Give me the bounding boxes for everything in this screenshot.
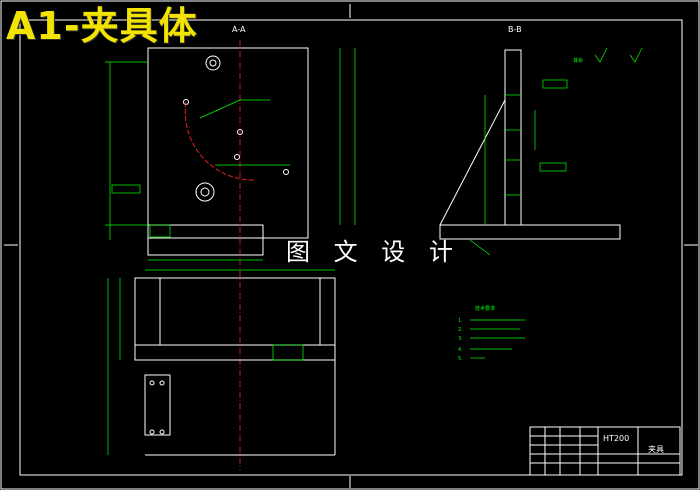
material-label: HT200 bbox=[603, 434, 629, 443]
ll-base-band bbox=[134, 344, 336, 361]
aa-leader-1 bbox=[199, 99, 241, 119]
title-block-frame bbox=[529, 426, 681, 476]
bb-upright bbox=[504, 49, 522, 226]
bb-base-plate bbox=[439, 224, 621, 240]
aa-hole-top bbox=[205, 55, 221, 71]
bb-tolerance-frame-2 bbox=[539, 162, 567, 172]
roughness-symbol-1 bbox=[594, 47, 608, 63]
section-aa-label: A-A bbox=[232, 25, 246, 34]
aa-hole-bottom bbox=[195, 182, 215, 202]
tech-note-4: 4. bbox=[458, 347, 463, 353]
tech-note-1: 1. bbox=[458, 318, 463, 324]
bb-rib bbox=[439, 99, 506, 226]
title-block: HT200 夹具 bbox=[529, 426, 681, 476]
title-block-name: 夹具 bbox=[648, 444, 664, 454]
ll-foot-hole-4 bbox=[159, 429, 165, 435]
lower-left-view bbox=[107, 269, 336, 456]
tech-note-2: 2. bbox=[458, 327, 463, 333]
aa-pin-hole-2 bbox=[234, 154, 240, 160]
section-bb-label: B-B bbox=[508, 25, 522, 34]
aa-tolerance-frame bbox=[111, 184, 141, 194]
aa-hole-top-inner bbox=[209, 59, 217, 67]
aa-arc-centerline bbox=[184, 101, 255, 181]
roughness-note: 其余 bbox=[573, 57, 583, 64]
aa-body-outline bbox=[147, 47, 309, 239]
inner-frame bbox=[19, 19, 683, 476]
bb-leader bbox=[469, 239, 491, 256]
ll-foot-block bbox=[144, 374, 171, 436]
ll-foot-hole-1 bbox=[149, 380, 155, 386]
tech-requirements: 技术要求 1. 2. 3. 4. 5. bbox=[458, 305, 525, 362]
tech-note-5: 5. bbox=[458, 356, 463, 362]
watermark-text: 图 文 设 计 bbox=[286, 238, 461, 266]
roughness-symbol-2 bbox=[629, 47, 643, 63]
bb-tolerance-frame-1 bbox=[542, 79, 568, 89]
ll-inner-block bbox=[159, 277, 321, 346]
ll-foot-hole-3 bbox=[149, 429, 155, 435]
page-title: A1-夹具体 bbox=[6, 4, 198, 48]
aa-base-outline bbox=[147, 224, 264, 256]
ll-hatch-block bbox=[272, 344, 304, 361]
ll-foot-hole-2 bbox=[159, 380, 165, 386]
aa-hole-bottom-inner bbox=[200, 187, 210, 197]
tech-heading: 技术要求 bbox=[475, 305, 495, 312]
tech-note-3: 3. bbox=[458, 336, 463, 342]
section-aa-view: A-A bbox=[105, 25, 356, 470]
section-bb-view: B-B bbox=[439, 25, 621, 256]
aa-pin-hole-4 bbox=[283, 169, 289, 175]
aa-hatch-block bbox=[149, 224, 171, 238]
ll-body-outline bbox=[134, 277, 336, 361]
